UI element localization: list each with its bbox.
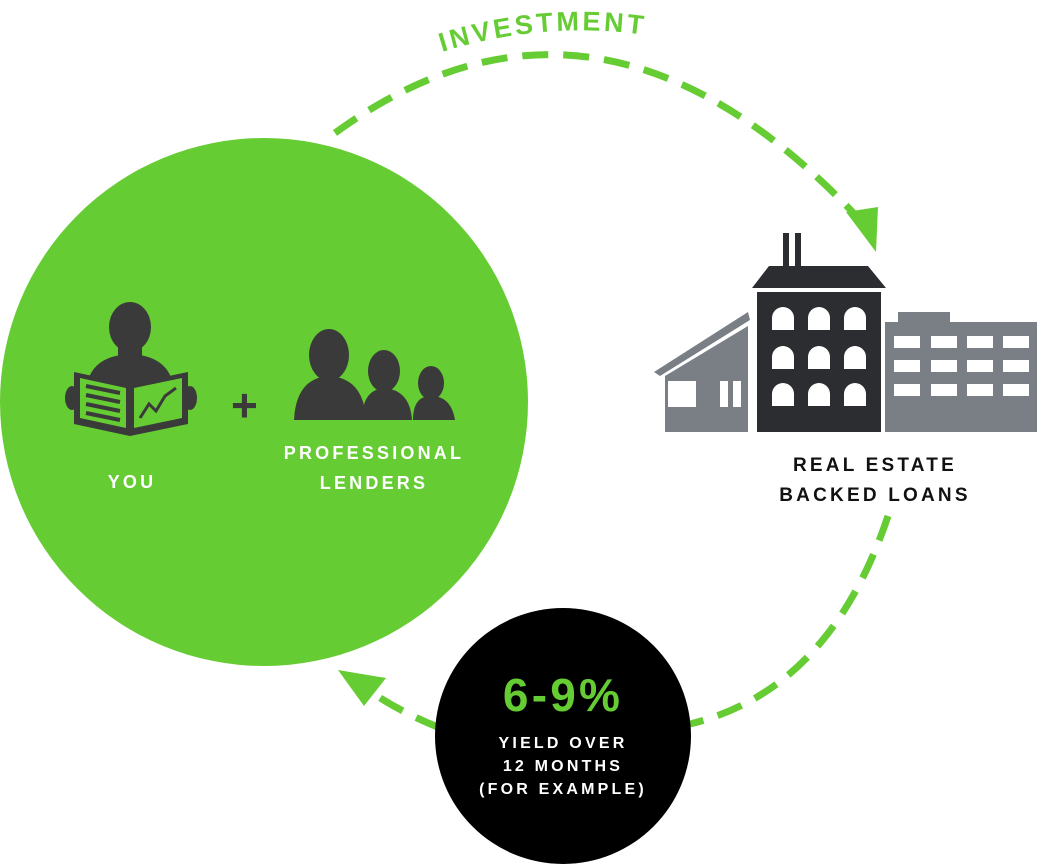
investor-circle — [0, 138, 528, 666]
plus-symbol: + — [231, 379, 261, 431]
yield-circle — [435, 608, 691, 864]
lenders-label-line2: LENDERS — [320, 473, 428, 493]
group-of-people-icon — [294, 329, 455, 420]
return-arrowhead-icon — [338, 670, 386, 706]
return-arrow-path — [689, 514, 892, 728]
person-reading-newspaper-icon — [65, 302, 197, 436]
return-arrow-path-left — [366, 687, 442, 732]
investment-arrow-path — [332, 51, 865, 225]
yield-line2: 12 MONTHS — [503, 758, 623, 775]
destination-label-line1: REAL ESTATE — [793, 455, 957, 476]
you-label: YOU — [108, 472, 157, 492]
buildings-icon — [654, 233, 1037, 432]
lenders-label-line1: PROFESSIONAL — [284, 443, 464, 463]
yield-value: 6-9% — [503, 669, 623, 721]
yield-line1: YIELD OVER — [499, 735, 628, 752]
investment-label: INVESTMENT — [435, 6, 648, 58]
yield-line3: (FOR EXAMPLE) — [479, 781, 647, 798]
investment-arrowhead-icon — [846, 207, 878, 252]
destination-label-line2: BACKED LOANS — [779, 485, 970, 506]
